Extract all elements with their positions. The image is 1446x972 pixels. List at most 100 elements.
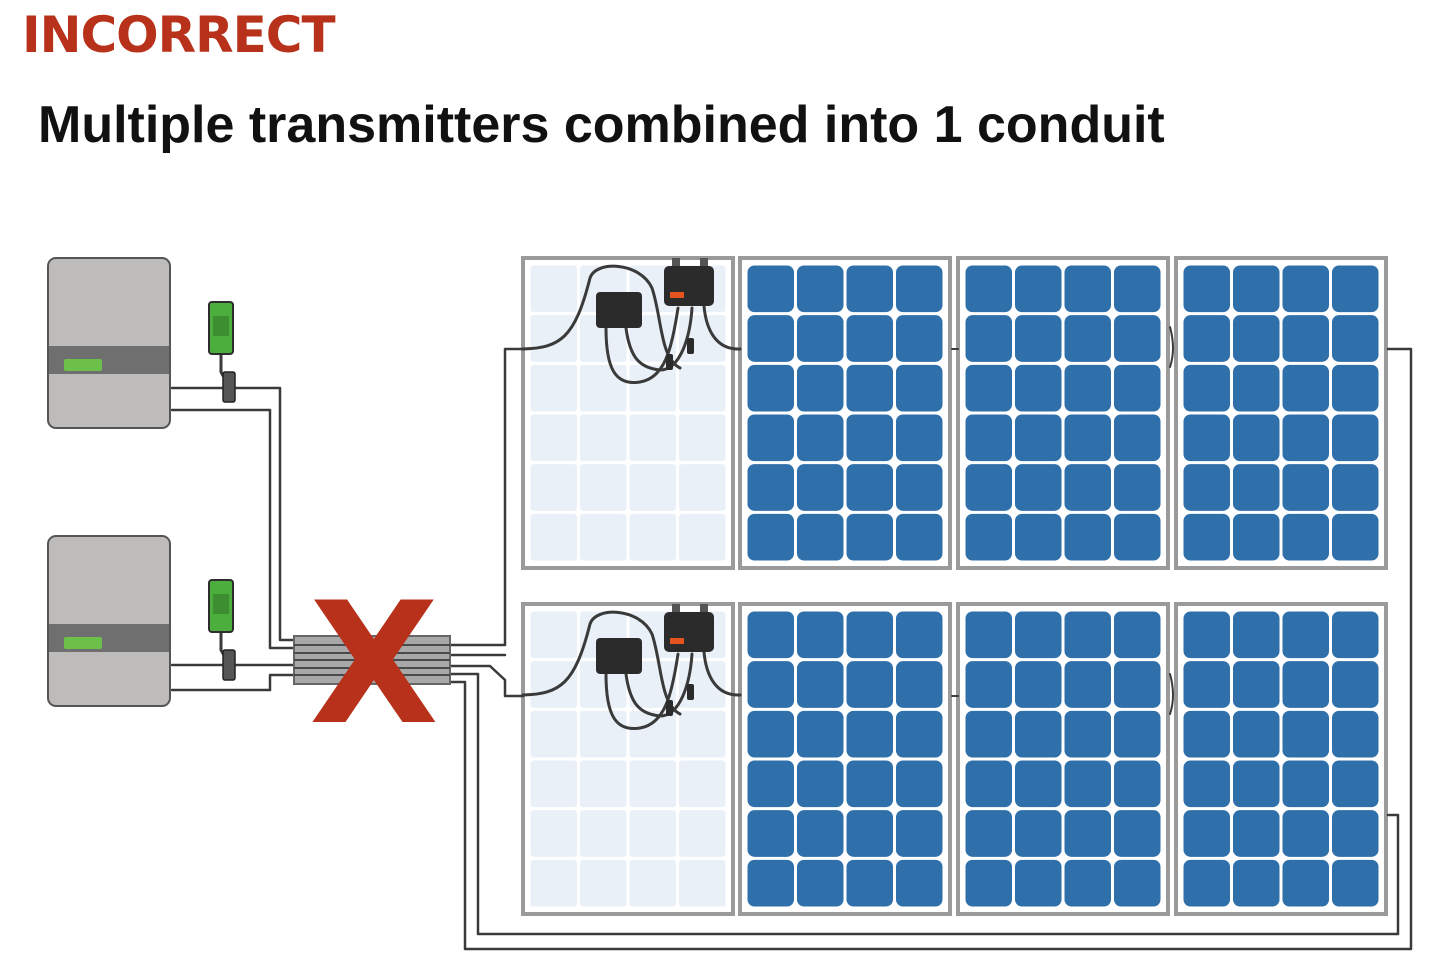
solar-panel: [738, 602, 952, 916]
solar-cell: [1114, 859, 1161, 907]
incorrect-x-mark: X: [309, 566, 439, 762]
solar-cell: [896, 760, 943, 808]
solar-cell: [1282, 760, 1329, 808]
solar-cell: [965, 611, 1012, 659]
inverter-body: [47, 535, 171, 707]
solar-cell: [530, 710, 577, 758]
junction-box-group: [521, 258, 742, 385]
solar-cell: [896, 464, 943, 511]
solar-cell: [530, 760, 577, 808]
solar-cell: [580, 513, 627, 561]
wire-clamp: [222, 371, 236, 403]
transmitter-label: [213, 316, 229, 336]
solar-cell: [1015, 265, 1062, 313]
solar-cell: [797, 859, 844, 907]
connector-stub: [672, 604, 680, 616]
panel-jumper: [1169, 326, 1174, 368]
transmitter-2: [208, 579, 236, 681]
solar-cell: [1332, 364, 1379, 412]
solar-cell: [1064, 859, 1111, 907]
solar-cell: [1332, 464, 1379, 511]
solar-cell: [1183, 464, 1230, 511]
solar-cell: [1282, 661, 1329, 708]
solar-cell: [1064, 364, 1111, 412]
solar-cell: [1183, 315, 1230, 362]
solar-cell: [1114, 611, 1161, 659]
solar-cell: [896, 661, 943, 708]
solar-cell: [747, 513, 794, 561]
solar-cell: [1233, 710, 1280, 758]
solar-cell: [1114, 464, 1161, 511]
mc4-connector: [666, 354, 673, 370]
solar-cell: [747, 414, 794, 462]
solar-cell: [530, 513, 577, 561]
solar-cell: [747, 464, 794, 511]
solar-cell: [1015, 661, 1062, 708]
solar-cell: [896, 265, 943, 313]
solar-cell: [580, 859, 627, 907]
return-wire: [446, 672, 1400, 936]
solar-cell: [1064, 710, 1111, 758]
solar-cell: [965, 661, 1012, 708]
solar-cell: [896, 611, 943, 659]
solar-cell: [580, 760, 627, 808]
solar-cell: [747, 760, 794, 808]
solar-cell: [1064, 810, 1111, 857]
solar-cell: [896, 859, 943, 907]
solar-cell: [1114, 364, 1161, 412]
solar-panel: [521, 602, 735, 916]
solar-cell: [1015, 364, 1062, 412]
solar-cell: [1114, 661, 1161, 708]
solar-cell: [1233, 513, 1280, 561]
solar-cell: [965, 265, 1012, 313]
mc4-connector: [666, 700, 673, 716]
solar-cell: [1015, 810, 1062, 857]
solar-cell: [530, 464, 577, 511]
solar-cell: [797, 760, 844, 808]
solar-cell: [1282, 859, 1329, 907]
solar-cell: [1233, 611, 1280, 659]
pv-cable: [702, 650, 742, 697]
solar-cell: [1015, 414, 1062, 462]
inverter-1: [47, 257, 171, 429]
dc-wire: [170, 673, 298, 692]
solar-panel: [1174, 602, 1388, 916]
solar-cell: [965, 810, 1012, 857]
solar-cell: [580, 414, 627, 462]
solar-cell: [1183, 611, 1230, 659]
solar-cell: [1233, 265, 1280, 313]
solar-cell: [1064, 513, 1111, 561]
solar-cell: [965, 364, 1012, 412]
solar-cell: [896, 364, 943, 412]
inverter-2: [47, 535, 171, 707]
solar-cell: [1233, 760, 1280, 808]
transmitter-1: [208, 301, 236, 403]
optimizer-box: [664, 266, 714, 306]
solar-cell: [965, 760, 1012, 808]
inverter-status-led: [64, 359, 102, 371]
solar-cell: [629, 760, 676, 808]
junction-box-group: [521, 604, 742, 731]
solar-cell: [846, 810, 893, 857]
solar-cell: [747, 661, 794, 708]
solar-cell: [1064, 414, 1111, 462]
solar-cell: [965, 859, 1012, 907]
solar-cell: [1282, 265, 1329, 313]
solar-cell: [580, 810, 627, 857]
solar-cell: [1064, 464, 1111, 511]
solar-cell: [1332, 661, 1379, 708]
connector-stub: [700, 258, 708, 270]
solar-cell: [797, 364, 844, 412]
solar-cell: [747, 710, 794, 758]
junction-box: [596, 638, 642, 674]
solar-cell: [1282, 414, 1329, 462]
solar-cell: [797, 810, 844, 857]
solar-cell: [1183, 513, 1230, 561]
solar-cell: [1015, 315, 1062, 362]
solar-panel: [956, 602, 1170, 916]
return-wire: [446, 347, 1413, 951]
solar-cell: [580, 464, 627, 511]
solar-cell: [1064, 760, 1111, 808]
solar-cell: [846, 464, 893, 511]
